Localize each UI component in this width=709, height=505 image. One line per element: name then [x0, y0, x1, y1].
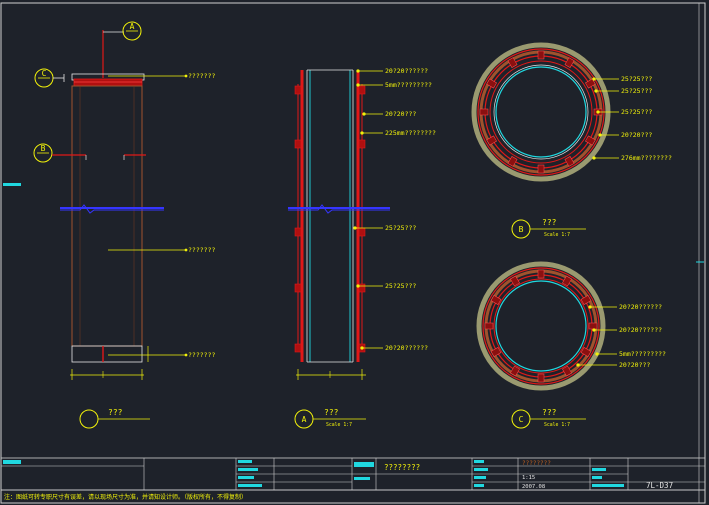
section-c-clip	[490, 295, 502, 305]
callout-base-text: ???????	[188, 351, 215, 359]
section-b-clip	[507, 156, 518, 167]
section-b-callout-2: 25?25???	[621, 87, 652, 95]
section-bubble-a-top	[122, 21, 142, 41]
section-c-callout-1: 20?20??????	[619, 303, 662, 311]
section-a-callout-7: 20?20??????	[385, 344, 428, 352]
section-b-clip	[585, 135, 596, 146]
section-b-scale: Scale 1:7	[544, 232, 570, 238]
section-a-callout-3: 20?20???	[385, 110, 416, 118]
section-c-callout-3: 5mm?????????	[619, 350, 666, 358]
section-b-callout-4: 20?20???	[621, 131, 652, 139]
section-b-clip	[537, 50, 545, 60]
section-c-bubble-label: C	[519, 415, 524, 424]
section-b-drawing: 25?25??? 25?25??? 25?25??? 20?20??? 276m…	[471, 42, 672, 239]
section-c-clip	[588, 322, 598, 330]
section-c-clip	[510, 275, 520, 287]
section-c-clip	[490, 347, 502, 357]
section-a-scale: Scale 1:7	[326, 422, 352, 428]
section-a-title: ???	[324, 408, 339, 417]
section-b-clip	[564, 57, 575, 68]
callout-cap-text: ???????	[188, 72, 215, 80]
section-c-callout-2: 20?20??????	[619, 326, 662, 334]
section-a-drawing: 20?20?????? 5mm????????? 20?20??? 225mm?…	[288, 67, 436, 429]
section-b-clip	[537, 164, 545, 174]
drawing-name-value: ????????	[522, 460, 551, 467]
section-a-callout-5: 25?25???	[385, 224, 416, 232]
section-b-callout-1: 25?25???	[621, 75, 652, 83]
section-a-callout-2: 5mm?????????	[385, 81, 432, 89]
date-value: 2007.08	[522, 484, 545, 490]
section-c-clip	[537, 269, 545, 279]
elevation-title: ???	[108, 408, 123, 417]
section-a-callout-1: 20?20??????	[385, 67, 428, 75]
section-b-clip	[486, 78, 497, 89]
section-c-drawing: 20?20?????? 20?20?????? 5mm????????? 20?…	[476, 261, 666, 429]
elevation-title-bubble	[79, 409, 99, 429]
section-c-callout-4: 20?20???	[619, 361, 650, 369]
project-name-value: ????????	[384, 463, 420, 472]
section-a-bubble-label: A	[302, 415, 307, 424]
section-c-scale: Scale 1:7	[544, 422, 570, 428]
section-c-clip	[537, 373, 545, 383]
drawing-number: 7L-D37	[646, 481, 673, 490]
section-b-bubble-label: B	[519, 225, 524, 234]
section-c-clip	[580, 347, 592, 357]
left-margin-marker	[3, 183, 21, 186]
section-c-clip	[562, 365, 572, 377]
section-c-clip	[580, 295, 592, 305]
section-b-callout-5: 276mm????????	[621, 154, 672, 162]
section-c-clip	[562, 275, 572, 287]
section-b-clip	[564, 156, 575, 167]
scale-value: 1:15	[522, 475, 535, 481]
section-b-clip	[479, 108, 489, 116]
section-b-clip	[507, 57, 518, 68]
section-bubble-c-label: C	[42, 69, 47, 78]
section-b-clip	[585, 78, 596, 89]
disclaimer-note: 注：图纸可转专职尺寸有误差，请以现场尺寸为准，并请知设计师。（版权所有，不得复制…	[4, 493, 247, 501]
section-c-title: ???	[542, 408, 557, 417]
section-bubble-b	[33, 143, 53, 163]
callout-shaft-text: ???????	[188, 246, 215, 254]
section-c-clip	[484, 322, 494, 330]
section-c-clip	[510, 365, 520, 377]
section-a-callout-6: 25?25???	[385, 282, 416, 290]
section-b-title: ???	[542, 218, 557, 227]
section-bubble-b-label: B	[41, 144, 46, 153]
section-a-callout-4: 225mm????????	[385, 129, 436, 137]
section-bubble-a-top-label: A	[130, 22, 135, 31]
column-elevation: A C B	[33, 21, 215, 429]
title-block: ???????? ???????? 1:15 2007.08 7L-D37 注：…	[0, 457, 706, 501]
section-b-clip	[486, 135, 497, 146]
section-b-callout-3: 25?25???	[621, 108, 652, 116]
